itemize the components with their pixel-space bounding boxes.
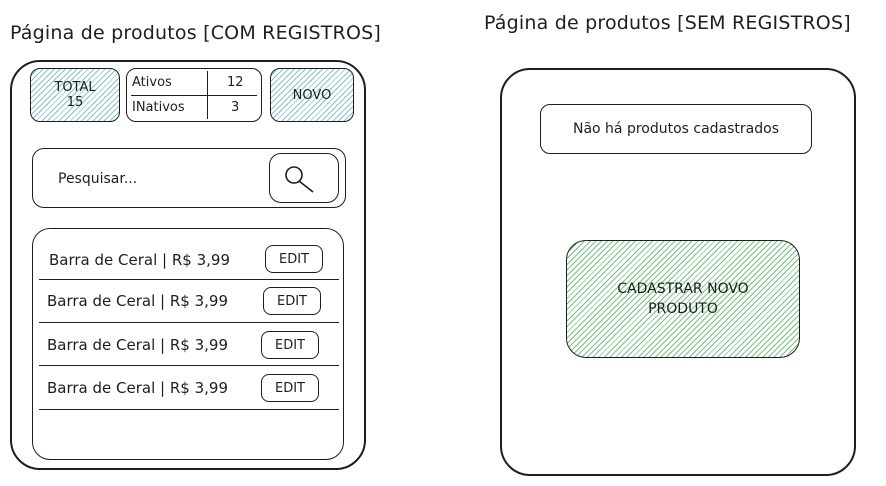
left-page-title: Página de produtos [COM REGISTROS] [10, 22, 381, 44]
row-divider [39, 409, 339, 410]
new-button[interactable]: NOVO [270, 68, 354, 122]
edit-button-label: EDIT [277, 293, 307, 309]
row-divider [39, 365, 339, 366]
empty-state-message: Não há produtos cadastrados [540, 104, 812, 154]
row-divider [39, 279, 339, 280]
register-product-label: CADASTRAR NOVO PRODUTO [617, 281, 749, 317]
total-value: 15 [66, 95, 84, 110]
edit-button[interactable]: EDIT [263, 287, 321, 315]
register-product-button[interactable]: CADASTRAR NOVO PRODUTO [566, 240, 800, 358]
row-divider [39, 322, 339, 323]
search-placeholder: Pesquisar... [58, 171, 138, 187]
active-label: Ativos [132, 75, 172, 90]
status-card: Ativos 12 INativos 3 [126, 68, 262, 122]
product-text: Barra de Ceral | R$ 3,99 [47, 336, 228, 354]
edit-button-label: EDIT [275, 337, 305, 353]
edit-button[interactable]: EDIT [265, 245, 323, 273]
total-label: TOTAL [54, 80, 96, 95]
active-value: 12 [227, 75, 244, 90]
magnifier-icon [285, 166, 314, 193]
total-card: TOTAL 15 [30, 68, 120, 122]
edit-button[interactable]: EDIT [261, 331, 319, 359]
edit-button[interactable]: EDIT [261, 374, 319, 402]
inactive-label: INativos [132, 100, 185, 115]
product-text: Barra de Ceral | R$ 3,99 [47, 292, 228, 310]
empty-state-text: Não há produtos cadastrados [572, 121, 780, 137]
search-input[interactable]: Pesquisar... [32, 148, 346, 208]
search-button[interactable] [269, 153, 339, 203]
edit-button-label: EDIT [279, 251, 309, 267]
product-text: Barra de Ceral | R$ 3,99 [47, 379, 228, 397]
new-button-label: NOVO [292, 87, 332, 103]
product-list: Barra de Ceral | R$ 3,99 EDIT Barra de C… [32, 228, 344, 460]
product-text: Barra de Ceral | R$ 3,99 [49, 251, 230, 269]
inactive-value: 3 [231, 100, 240, 115]
status-row-divider [131, 95, 257, 96]
right-page-title: Página de produtos [SEM REGISTROS] [484, 12, 851, 34]
edit-button-label: EDIT [275, 380, 305, 396]
